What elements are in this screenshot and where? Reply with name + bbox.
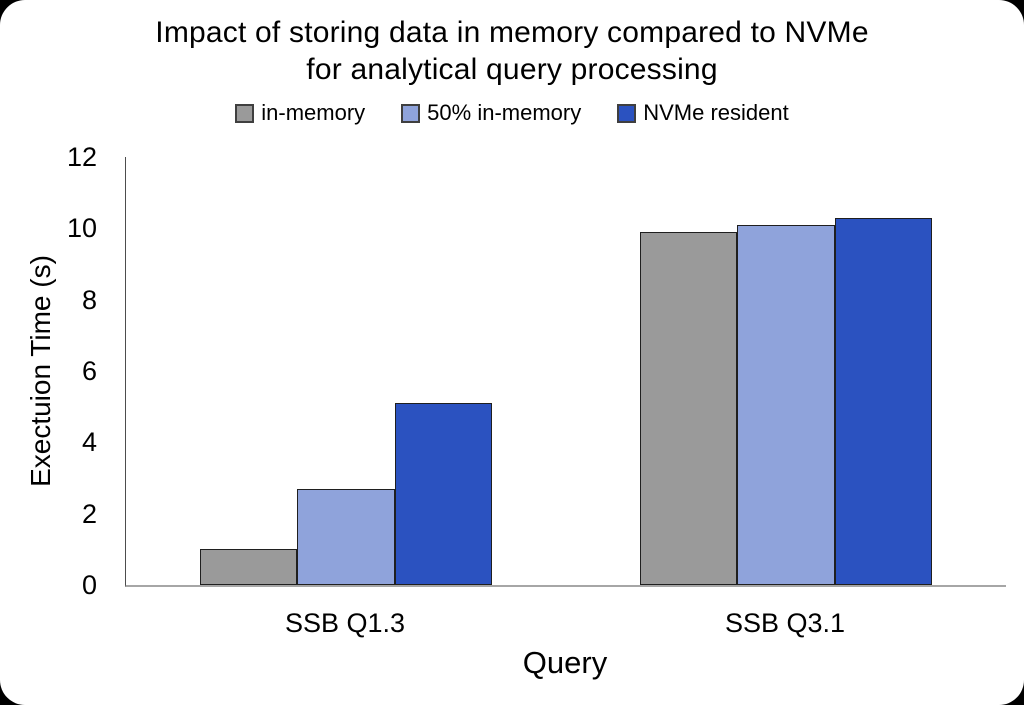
y-tick-label: 0 — [81, 570, 97, 600]
legend-swatch-icon — [401, 103, 421, 123]
legend-label: in-memory — [261, 100, 366, 125]
bar-nvme-resident-ssb-q3-1 — [834, 217, 932, 585]
plot-area — [125, 157, 1006, 587]
y-tick-label: 8 — [81, 284, 97, 315]
bar-in-memory-ssb-q3-1 — [640, 231, 738, 585]
legend-item-in-memory: in-memory — [235, 100, 365, 126]
legend-item-50-in-memory: 50% in-memory — [401, 100, 581, 126]
legend-swatch-icon — [235, 103, 255, 123]
chart-title: Impact of storing data in memory compare… — [0, 14, 1024, 88]
legend-swatch-icon — [617, 103, 637, 123]
y-tick-label: 6 — [81, 356, 97, 386]
bar-50-in-memory-ssb-q1-3 — [297, 488, 395, 585]
bar-in-memory-ssb-q1-3 — [200, 549, 298, 585]
x-axis-title: Query — [522, 645, 608, 680]
y-tick-label: 4 — [81, 427, 97, 458]
y-tick-label: 12 — [66, 142, 97, 172]
x-tick-label-ssb-q1-3: SSB Q1.3 — [284, 608, 406, 638]
x-tick-label-ssb-q3-1: SSB Q3.1 — [724, 608, 846, 638]
legend-item-nvme-resident: NVMe resident — [617, 100, 789, 126]
chart-title-line-1: Impact of storing data in memory compare… — [155, 16, 869, 49]
bar-50-in-memory-ssb-q3-1 — [737, 224, 835, 585]
bar-nvme-resident-ssb-q1-3 — [394, 403, 492, 585]
legend: in-memory 50% in-memory NVMe resident — [0, 100, 1024, 126]
y-tick-label: 2 — [81, 498, 97, 529]
legend-label: NVMe resident — [643, 100, 789, 125]
chart-title-line-2: for analytical query processing — [306, 53, 718, 86]
legend-label: 50% in-memory — [427, 100, 582, 125]
y-tick-label: 10 — [66, 213, 97, 244]
